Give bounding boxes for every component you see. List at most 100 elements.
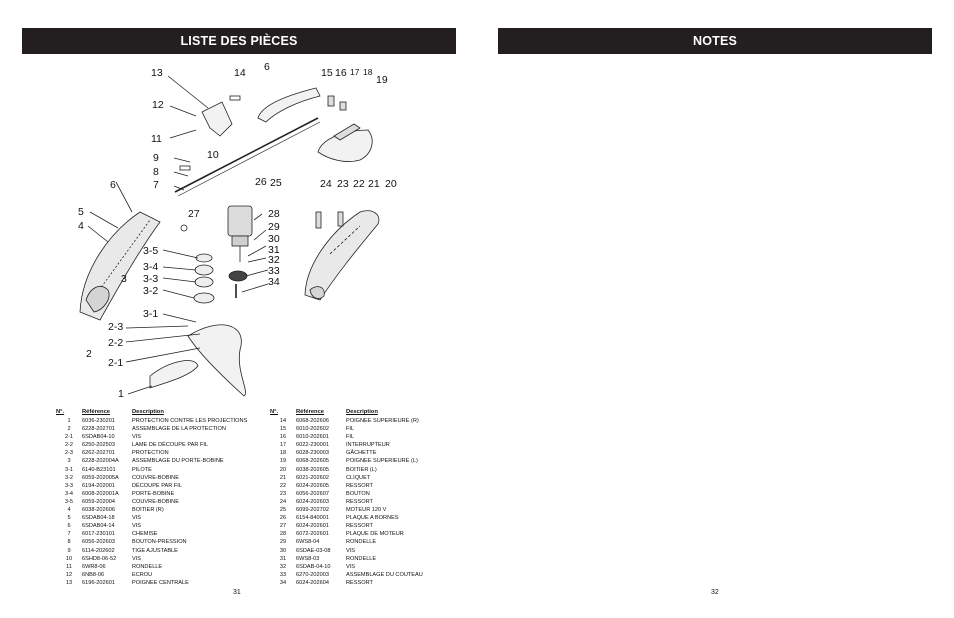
- part-reference: 6059-202004: [82, 498, 115, 505]
- part-reference: 6194-202001: [82, 482, 115, 489]
- callout-2-1: 2-1: [108, 357, 123, 369]
- part-reference: 6010-202601: [296, 434, 329, 441]
- callout-28: 28: [268, 208, 280, 220]
- part-number: 31: [279, 555, 287, 562]
- part-number: 13: [65, 579, 73, 586]
- callout-2-3: 2-3: [108, 321, 123, 333]
- part-description: FIL: [346, 434, 355, 441]
- part-number: 3-4: [64, 490, 74, 497]
- part-description: RESSORT: [346, 579, 373, 586]
- callout-10: 10: [207, 149, 219, 161]
- part-number: 3-3: [64, 482, 74, 489]
- callout-9: 9: [153, 152, 159, 164]
- part-description: PORTE-BOBINE: [132, 490, 175, 497]
- part-reference: 6068-202605: [296, 458, 329, 465]
- callout-7: 7: [153, 179, 159, 191]
- part-number: 9: [67, 547, 71, 554]
- callout-15: 15: [321, 67, 333, 79]
- part-number: 3-1: [64, 466, 74, 473]
- part-reference: 6SDAB04-10: [82, 434, 115, 441]
- part-reference: 6154-840001: [296, 515, 329, 522]
- part-number: 25: [279, 507, 287, 514]
- part-number: 20: [279, 466, 287, 473]
- part-reference: 6196-202601: [82, 579, 115, 586]
- table-row: 20 6038-202605 BOITIER (L): [270, 466, 480, 474]
- callout-22: 22: [353, 178, 365, 190]
- part-number: 1: [67, 418, 71, 424]
- part-reference: 6038-202605: [296, 466, 329, 473]
- table-row: 3-3 6194-202001 DÉCOUPE PAR FIL: [56, 482, 266, 490]
- page-number-left: 31: [233, 589, 241, 596]
- part-number: 27: [279, 523, 287, 530]
- callout-12: 12: [152, 99, 164, 111]
- part-number: 24: [279, 498, 287, 505]
- part-number: 8: [67, 539, 71, 546]
- part-reference: 6WS8-03: [296, 555, 320, 562]
- part-number: 4: [67, 507, 71, 514]
- part-reference: 6262-202701: [82, 450, 115, 457]
- part-reference: 6021-202602: [296, 474, 329, 481]
- part-description: BOITIER (L): [346, 466, 377, 473]
- part-reference: 6056-202603: [82, 539, 115, 546]
- part-description: VIS: [132, 523, 142, 530]
- part-reference: 6028-230003: [296, 450, 329, 457]
- part-description: VIS: [346, 547, 356, 554]
- part-description: PILOTE: [132, 466, 152, 473]
- exploded-parts-diagram: 13 14 6 15 16 17 18 19 12 11 10 9 8 7 26…: [78, 61, 397, 400]
- callout-21: 21: [368, 178, 380, 190]
- part-description: POIGNEE SUPERIEURE (L): [346, 458, 418, 465]
- callout-6-left: 6: [110, 179, 116, 191]
- part-reference: 6270-202003: [296, 571, 329, 578]
- part-reference: 6099-202702: [296, 507, 329, 514]
- part-number: 5: [67, 515, 71, 522]
- part-description: VIS: [346, 563, 356, 570]
- part-reference: 6008-202001A: [82, 490, 119, 497]
- part-description: PROTECTION CONTRE LES PROJECTIONS: [132, 418, 248, 424]
- callout-2: 2: [86, 348, 92, 360]
- part-number: 2-3: [64, 450, 74, 457]
- part-reference: 6140-B23101: [82, 466, 116, 473]
- part-reference: 6SHD8-06-52: [82, 555, 117, 562]
- callout-34: 34: [268, 276, 280, 288]
- part-number: 10: [65, 555, 73, 562]
- part-reference: 6250-202503: [82, 442, 115, 449]
- col-header-reference: Référence: [82, 409, 111, 416]
- part-number: 3-2: [64, 474, 74, 481]
- part-number: 3-5: [64, 498, 74, 505]
- part-reference: 6017-230101: [82, 531, 115, 538]
- part-number: 17: [279, 442, 287, 449]
- callout-25: 25: [270, 177, 282, 189]
- callout-26: 26: [255, 176, 267, 188]
- callout-29: 29: [268, 221, 280, 233]
- callout-6-top: 6: [264, 61, 270, 73]
- part-description: DÉCOUPE PAR FIL: [132, 482, 182, 489]
- part-reference: 6SDAB04-18: [82, 515, 115, 522]
- part-number: 15: [279, 426, 287, 433]
- callout-16: 16: [335, 67, 347, 79]
- part-description: BOUTON: [346, 490, 370, 497]
- part-reference: 6072-202601: [296, 531, 329, 538]
- part-description: RESSORT: [346, 523, 373, 530]
- part-reference: 6WS8-04: [296, 539, 320, 546]
- part-number: 7: [67, 531, 71, 538]
- callout-1: 1: [118, 388, 124, 400]
- part-reference: 6NB8-06: [82, 571, 105, 578]
